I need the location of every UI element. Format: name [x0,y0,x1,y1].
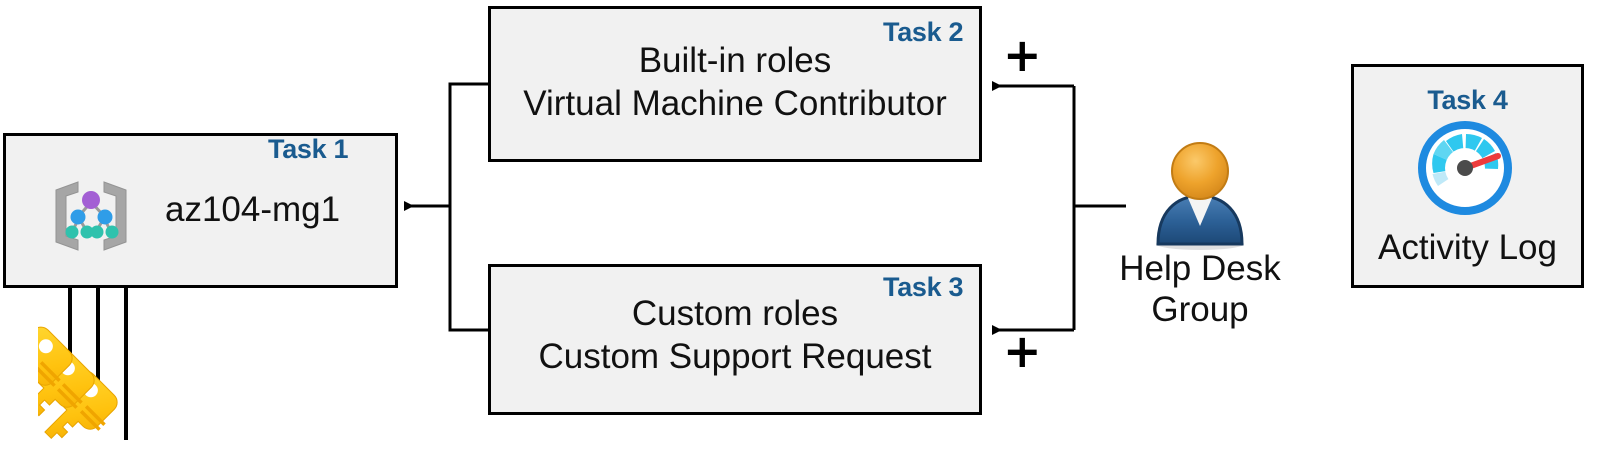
task-1-label: Task 1 [268,134,349,164]
left-connector [404,82,488,332]
task-3-box[interactable] [488,264,982,415]
task-2-box[interactable] [488,6,982,162]
task-2-line-1: Built-in roles [638,41,832,80]
management-group-icon [48,176,134,258]
task-2-plus-sign: + [1003,28,1042,82]
task-1-box[interactable] [3,133,398,288]
task-3-label: Task 3 [883,272,964,302]
user-group-icon [1136,140,1264,250]
task-4-label: Task 4 [1427,85,1508,115]
task-4-caption: Activity Log [1378,228,1557,267]
activity-log-gauge-icon [1414,121,1517,216]
task-3-line-1: Custom roles [631,294,839,333]
task-1-name: az104-mg1 [165,190,341,229]
group-label-line-2: Group [1151,290,1249,329]
task-3-plus-sign: + [1003,324,1042,378]
group-label-line-1: Help Desk [1119,249,1281,288]
task-3-line-2: Custom Support Request [538,337,932,376]
task-2-line-2: Virtual Machine Contributor [523,84,947,123]
task-2-label: Task 2 [883,17,964,47]
keys-icon [0,316,148,449]
